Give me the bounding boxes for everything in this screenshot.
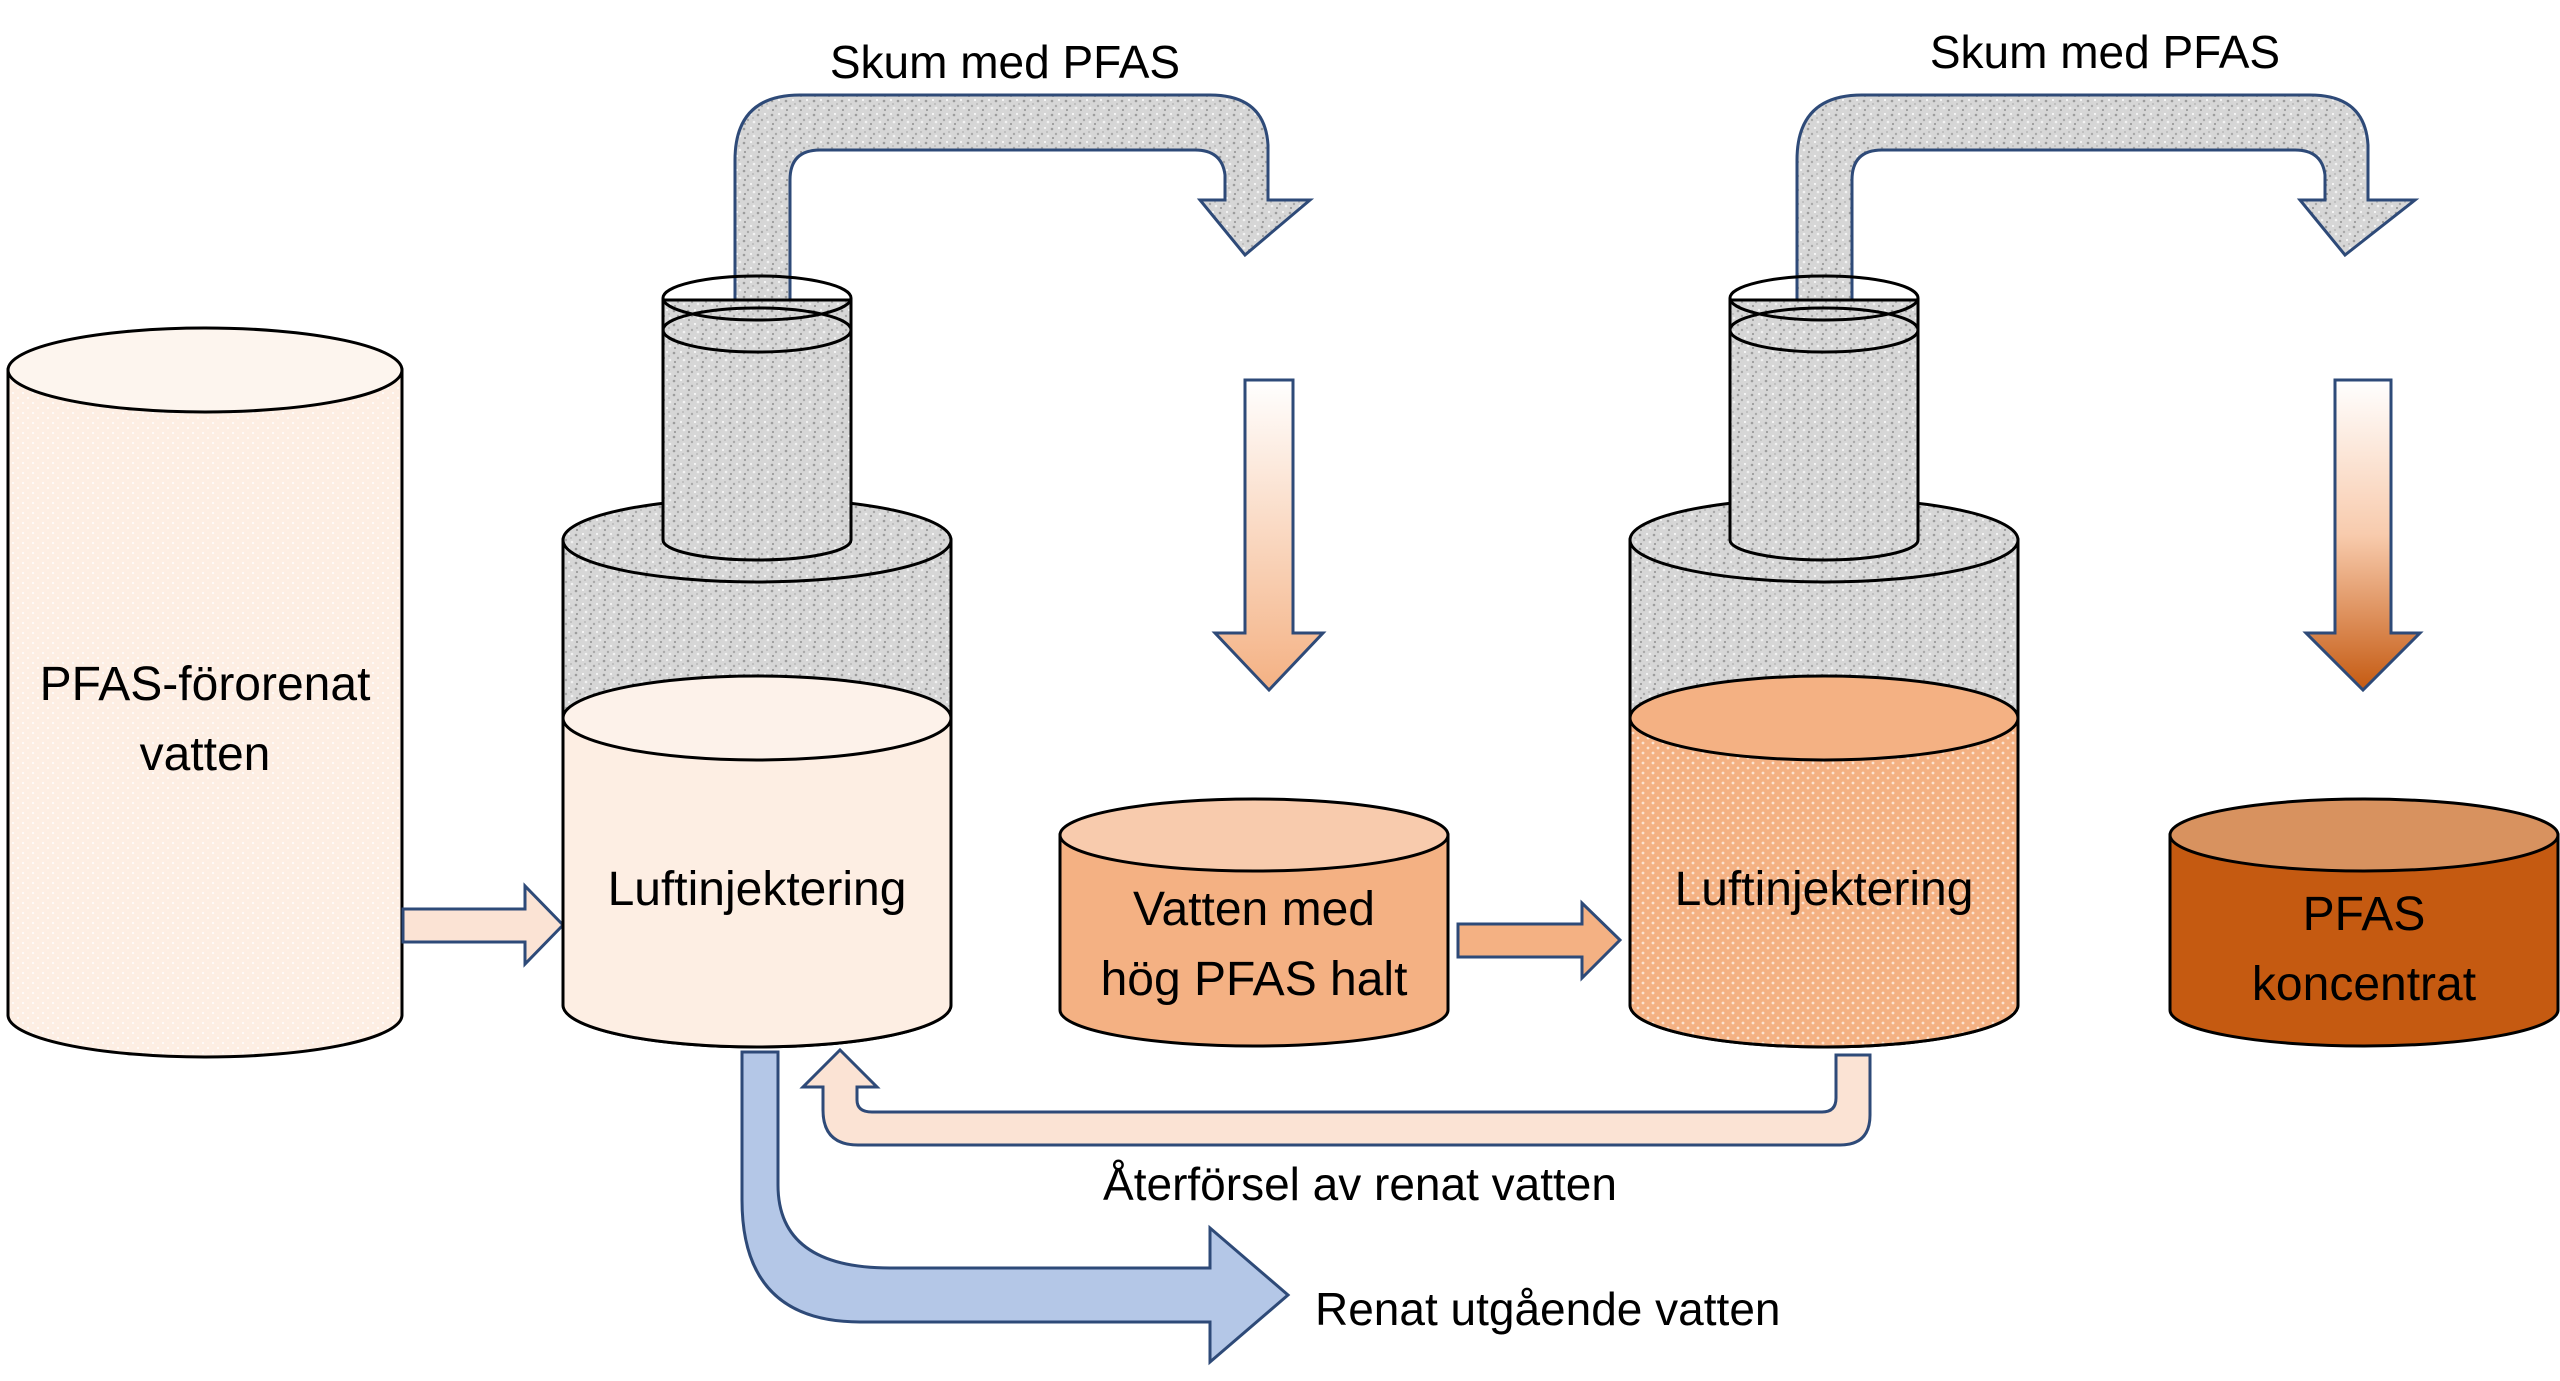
- concentrate-tank-label-line2: koncentrat: [2252, 958, 2476, 1011]
- feed-arrow: [401, 882, 566, 968]
- recirculation-pipe: Återförsel av renat vatten: [799, 1047, 1872, 1210]
- source-tank-label-line1: PFAS-förorenat: [40, 658, 371, 711]
- intermediate-tank-label-line1: Vatten med: [1133, 883, 1375, 936]
- source-tank: PFAS-förorenat vatten: [6, 326, 404, 1059]
- recirculation-label: Återförsel av renat vatten: [1103, 1158, 1617, 1210]
- column1-label: Luftinjektering: [608, 863, 907, 916]
- column-1: Luftinjektering: [561, 274, 953, 1049]
- down-arrow-2: [2302, 378, 2424, 693]
- foam-pipe-2: Skum med PFAS: [1795, 26, 2420, 302]
- intermediate-tank-label-line2: hög PFAS halt: [1101, 953, 1408, 1006]
- transfer-arrow: [1456, 899, 1623, 982]
- concentrate-tank-label-line1: PFAS: [2303, 888, 2426, 941]
- down-arrow-1: [1211, 378, 1327, 693]
- outlet-pipe: Renat utgående vatten: [740, 1050, 1780, 1366]
- column-2: Luftinjektering: [1628, 274, 2020, 1049]
- source-tank-label-line2: vatten: [140, 728, 271, 781]
- concentrate-tank: PFAS koncentrat: [2168, 797, 2560, 1048]
- outlet-label: Renat utgående vatten: [1315, 1283, 1780, 1335]
- foam-pipe-1: Skum med PFAS: [733, 36, 1315, 302]
- foam2-label: Skum med PFAS: [1930, 26, 2280, 78]
- column2-label: Luftinjektering: [1675, 863, 1974, 916]
- foam1-label: Skum med PFAS: [830, 36, 1180, 88]
- intermediate-tank: Vatten med hög PFAS halt: [1058, 797, 1450, 1048]
